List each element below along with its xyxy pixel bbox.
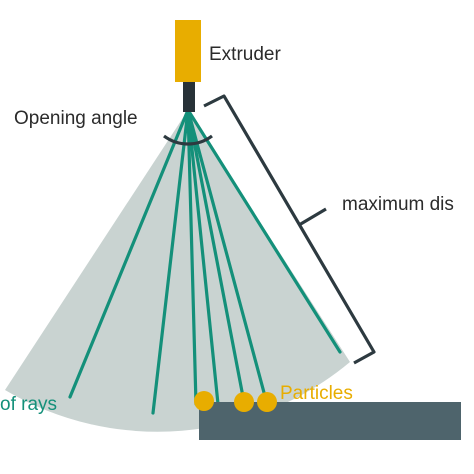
maximum-distance-bracket <box>203 94 376 365</box>
particle <box>257 392 277 412</box>
number-of-rays-label: of rays <box>0 394 57 415</box>
rays <box>68 108 342 415</box>
ray <box>68 108 190 399</box>
nozzle <box>183 82 195 112</box>
ray <box>151 108 190 415</box>
particles-label: Particles <box>280 383 353 404</box>
spray-cone <box>5 110 350 432</box>
particle <box>194 391 214 411</box>
particle <box>234 392 254 412</box>
ray <box>186 108 268 402</box>
ray <box>186 108 198 406</box>
ray <box>186 108 220 406</box>
opening-angle-arc <box>163 134 213 146</box>
ray <box>186 108 342 354</box>
object-label: O <box>461 412 474 433</box>
extruder-body <box>175 20 201 82</box>
opening-angle-label: Opening angle <box>14 108 138 129</box>
extruder-label: Extruder <box>209 44 281 65</box>
ray <box>186 108 246 404</box>
maximum-distance-label: maximum dis <box>342 194 454 215</box>
